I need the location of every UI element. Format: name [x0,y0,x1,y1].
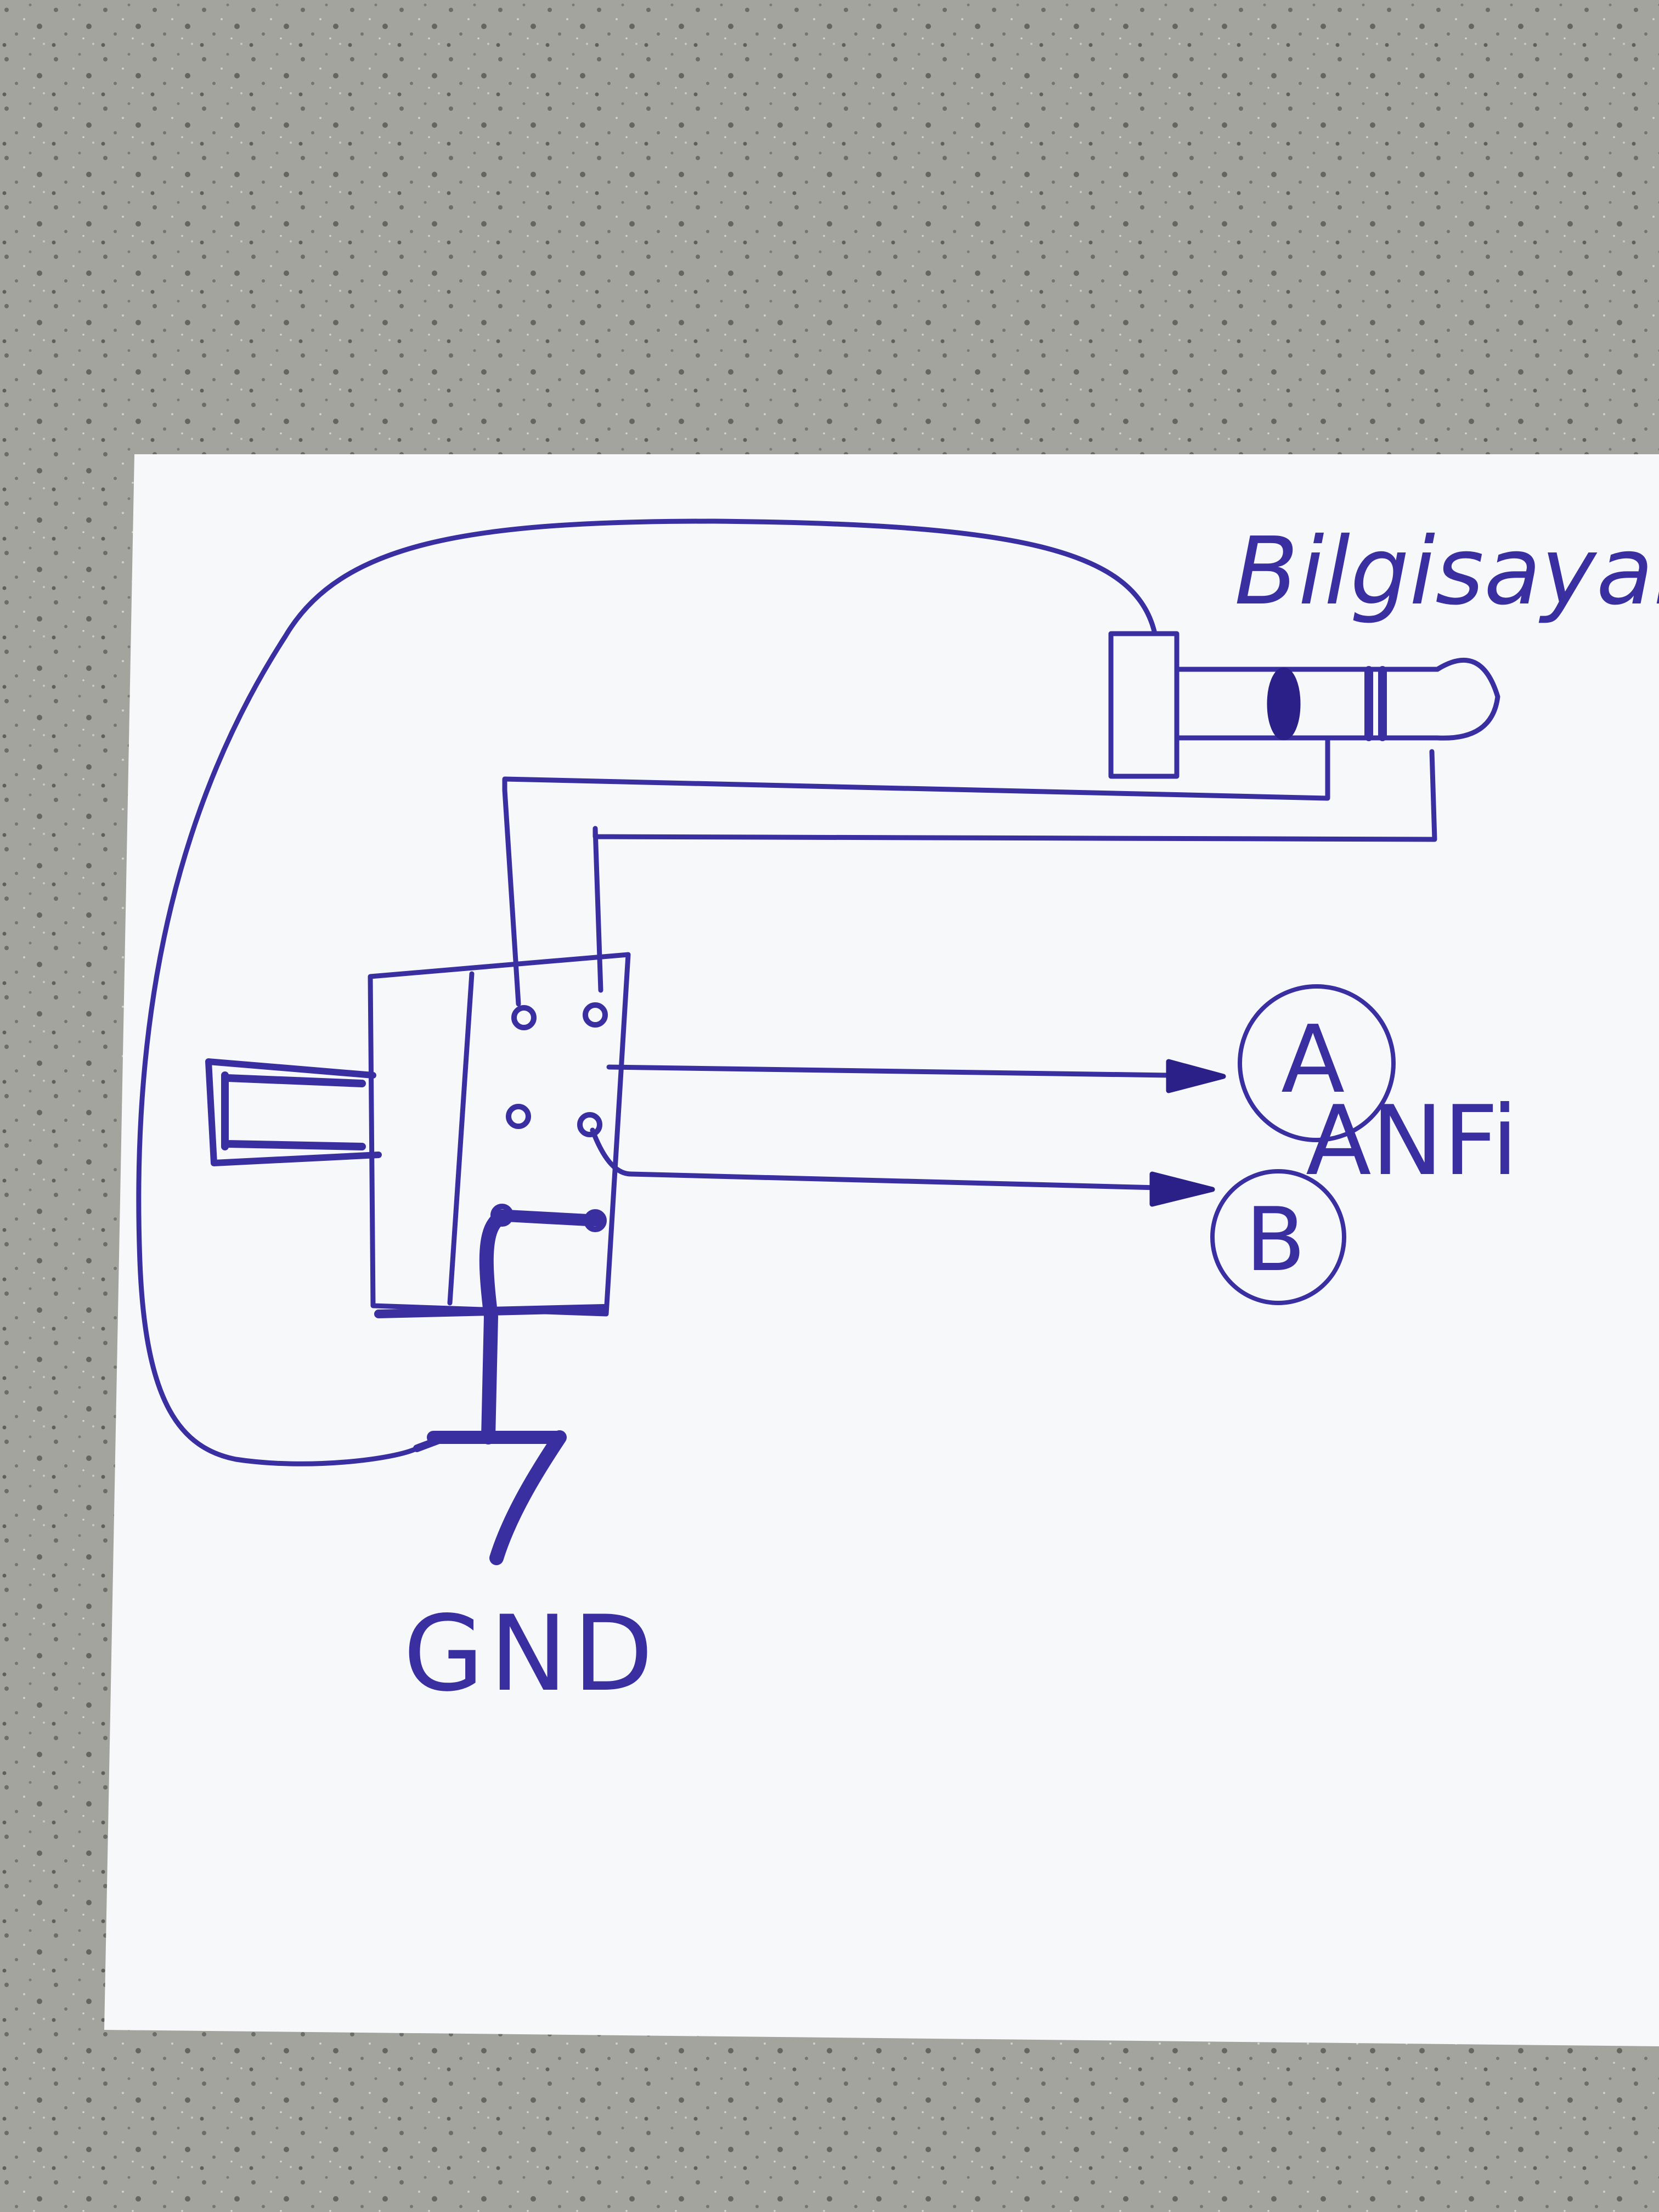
paper-sheet [104,454,1659,2046]
jack-plug-shaft [1174,667,1440,741]
ground-label: GND [403,1593,659,1714]
jack-plug-sleeve [1108,631,1180,779]
output-a-circle [1238,984,1396,1142]
socket-body [368,952,631,1317]
socket-pin-top-right [583,1002,608,1028]
circuit-drawing [136,518,1500,1565]
socket-pin-mid-left [506,1104,531,1129]
socket-pin-bottom-right [584,1209,607,1232]
output-arrow-b [1149,1171,1215,1207]
socket-pin-mid-right [577,1112,602,1137]
socket-mount-inner [221,1071,366,1150]
output-wire-a [606,1064,1171,1078]
output-b-circle [1210,1169,1346,1305]
socket-divider [447,971,475,1306]
jack-plug-tip [1435,657,1500,741]
output-arrow-a [1166,1059,1226,1093]
jack-left-channel-wire [502,735,1330,1007]
output-b-label: B [1245,1188,1306,1291]
amplifier-label: ANFi [1306,1086,1518,1197]
jack-ring-2 [1364,666,1387,741]
ground-symbol [413,1430,567,1565]
output-wire-b [590,1127,1160,1190]
output-a-label: A [1281,1006,1345,1114]
computer-label: Bilgisayar [1234,517,1659,626]
jack-ground-wire [136,518,1158,1466]
socket-pin-top-left [511,1005,537,1030]
jack-right-channel-wire [592,749,1437,993]
jack-ring-1 [1267,667,1301,741]
socket-mount [205,1058,382,1166]
audio-jack-plug [1108,631,1500,779]
socket-ground-lead [479,1214,504,1444]
